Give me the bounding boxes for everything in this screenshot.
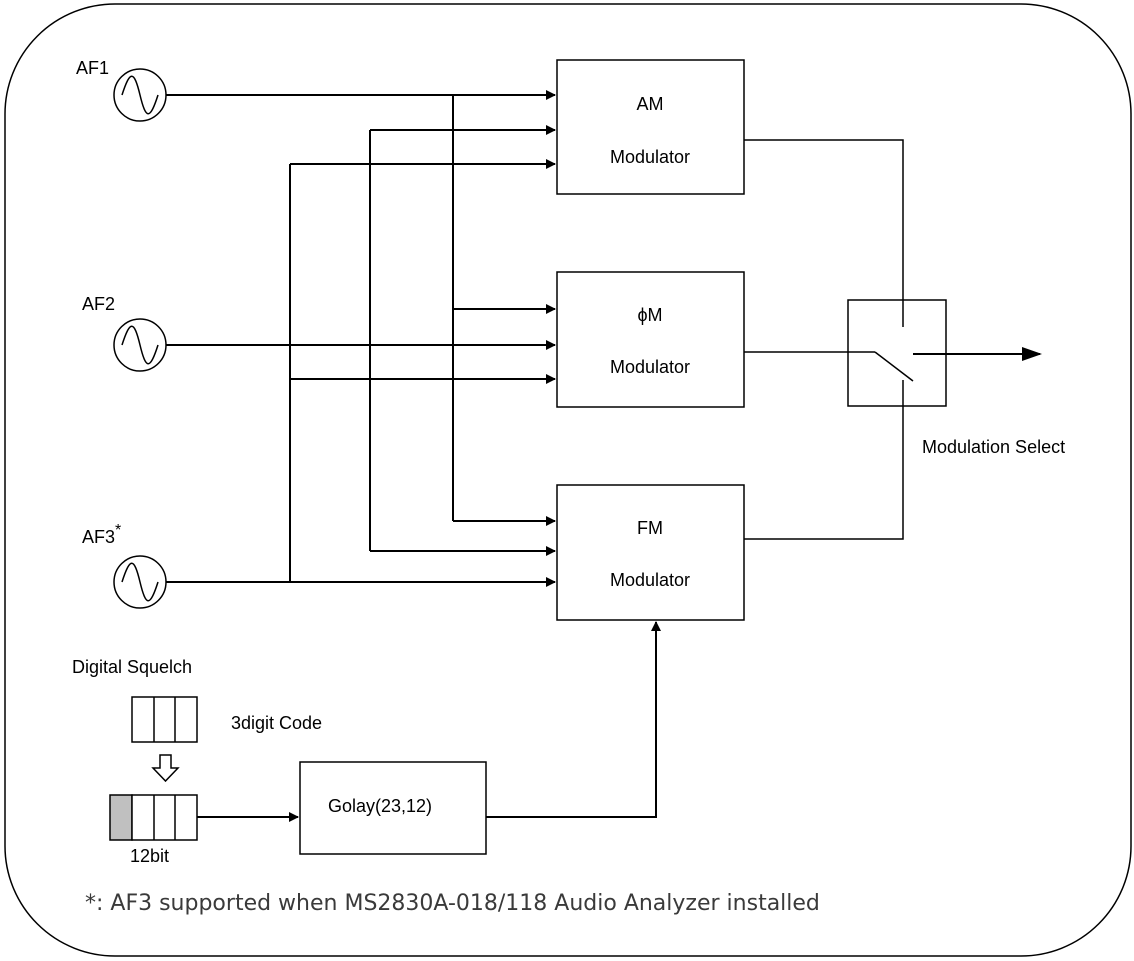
af1-oscillator-icon [113, 68, 167, 122]
af2-label: AF2 [82, 294, 115, 314]
golay-encoder-block: Golay(23,12) [299, 761, 487, 855]
twelve-bit-cells [109, 794, 198, 841]
af3-oscillator-icon [113, 555, 167, 609]
am-modulator-title: AM [637, 94, 664, 114]
golay-label: Golay(23,12) [328, 796, 432, 816]
outer-frame [4, 3, 1132, 957]
fm-modulator-title: FM [637, 518, 663, 538]
pm-modulator-subtitle: Modulator [610, 357, 690, 377]
convert-down-arrow-icon [151, 754, 180, 783]
pm-modulator-title: ϕM [637, 305, 662, 325]
af1-label: AF1 [76, 58, 109, 78]
am-modulator-subtitle: Modulator [610, 147, 690, 167]
fm-modulator-block: FM Modulator [556, 484, 745, 621]
three-digit-code-cells [131, 696, 198, 743]
golay-to-fm-wire [486, 621, 661, 818]
af1-wiring [166, 90, 556, 526]
fm-modulator-subtitle: Modulator [610, 570, 690, 590]
am-modulator-block: AM Modulator [556, 59, 745, 195]
af3-label: AF3* [82, 522, 121, 547]
digital-squelch-title: Digital Squelch [72, 657, 192, 677]
af2-wiring [166, 125, 556, 556]
pm-modulator-block: ϕM Modulator [556, 271, 745, 408]
three-digit-code-label: 3digit Code [231, 713, 322, 733]
modulation-select-switch [847, 299, 1042, 407]
footnote: *: AF3 supported when MS2830A-018/118 Au… [85, 891, 820, 916]
parity-cell [109, 794, 133, 841]
af3-wiring [166, 159, 556, 587]
twelve-bit-label: 12bit [130, 846, 169, 866]
af2-oscillator-icon [113, 318, 167, 372]
modulation-select-label: Modulation Select [922, 437, 1065, 457]
